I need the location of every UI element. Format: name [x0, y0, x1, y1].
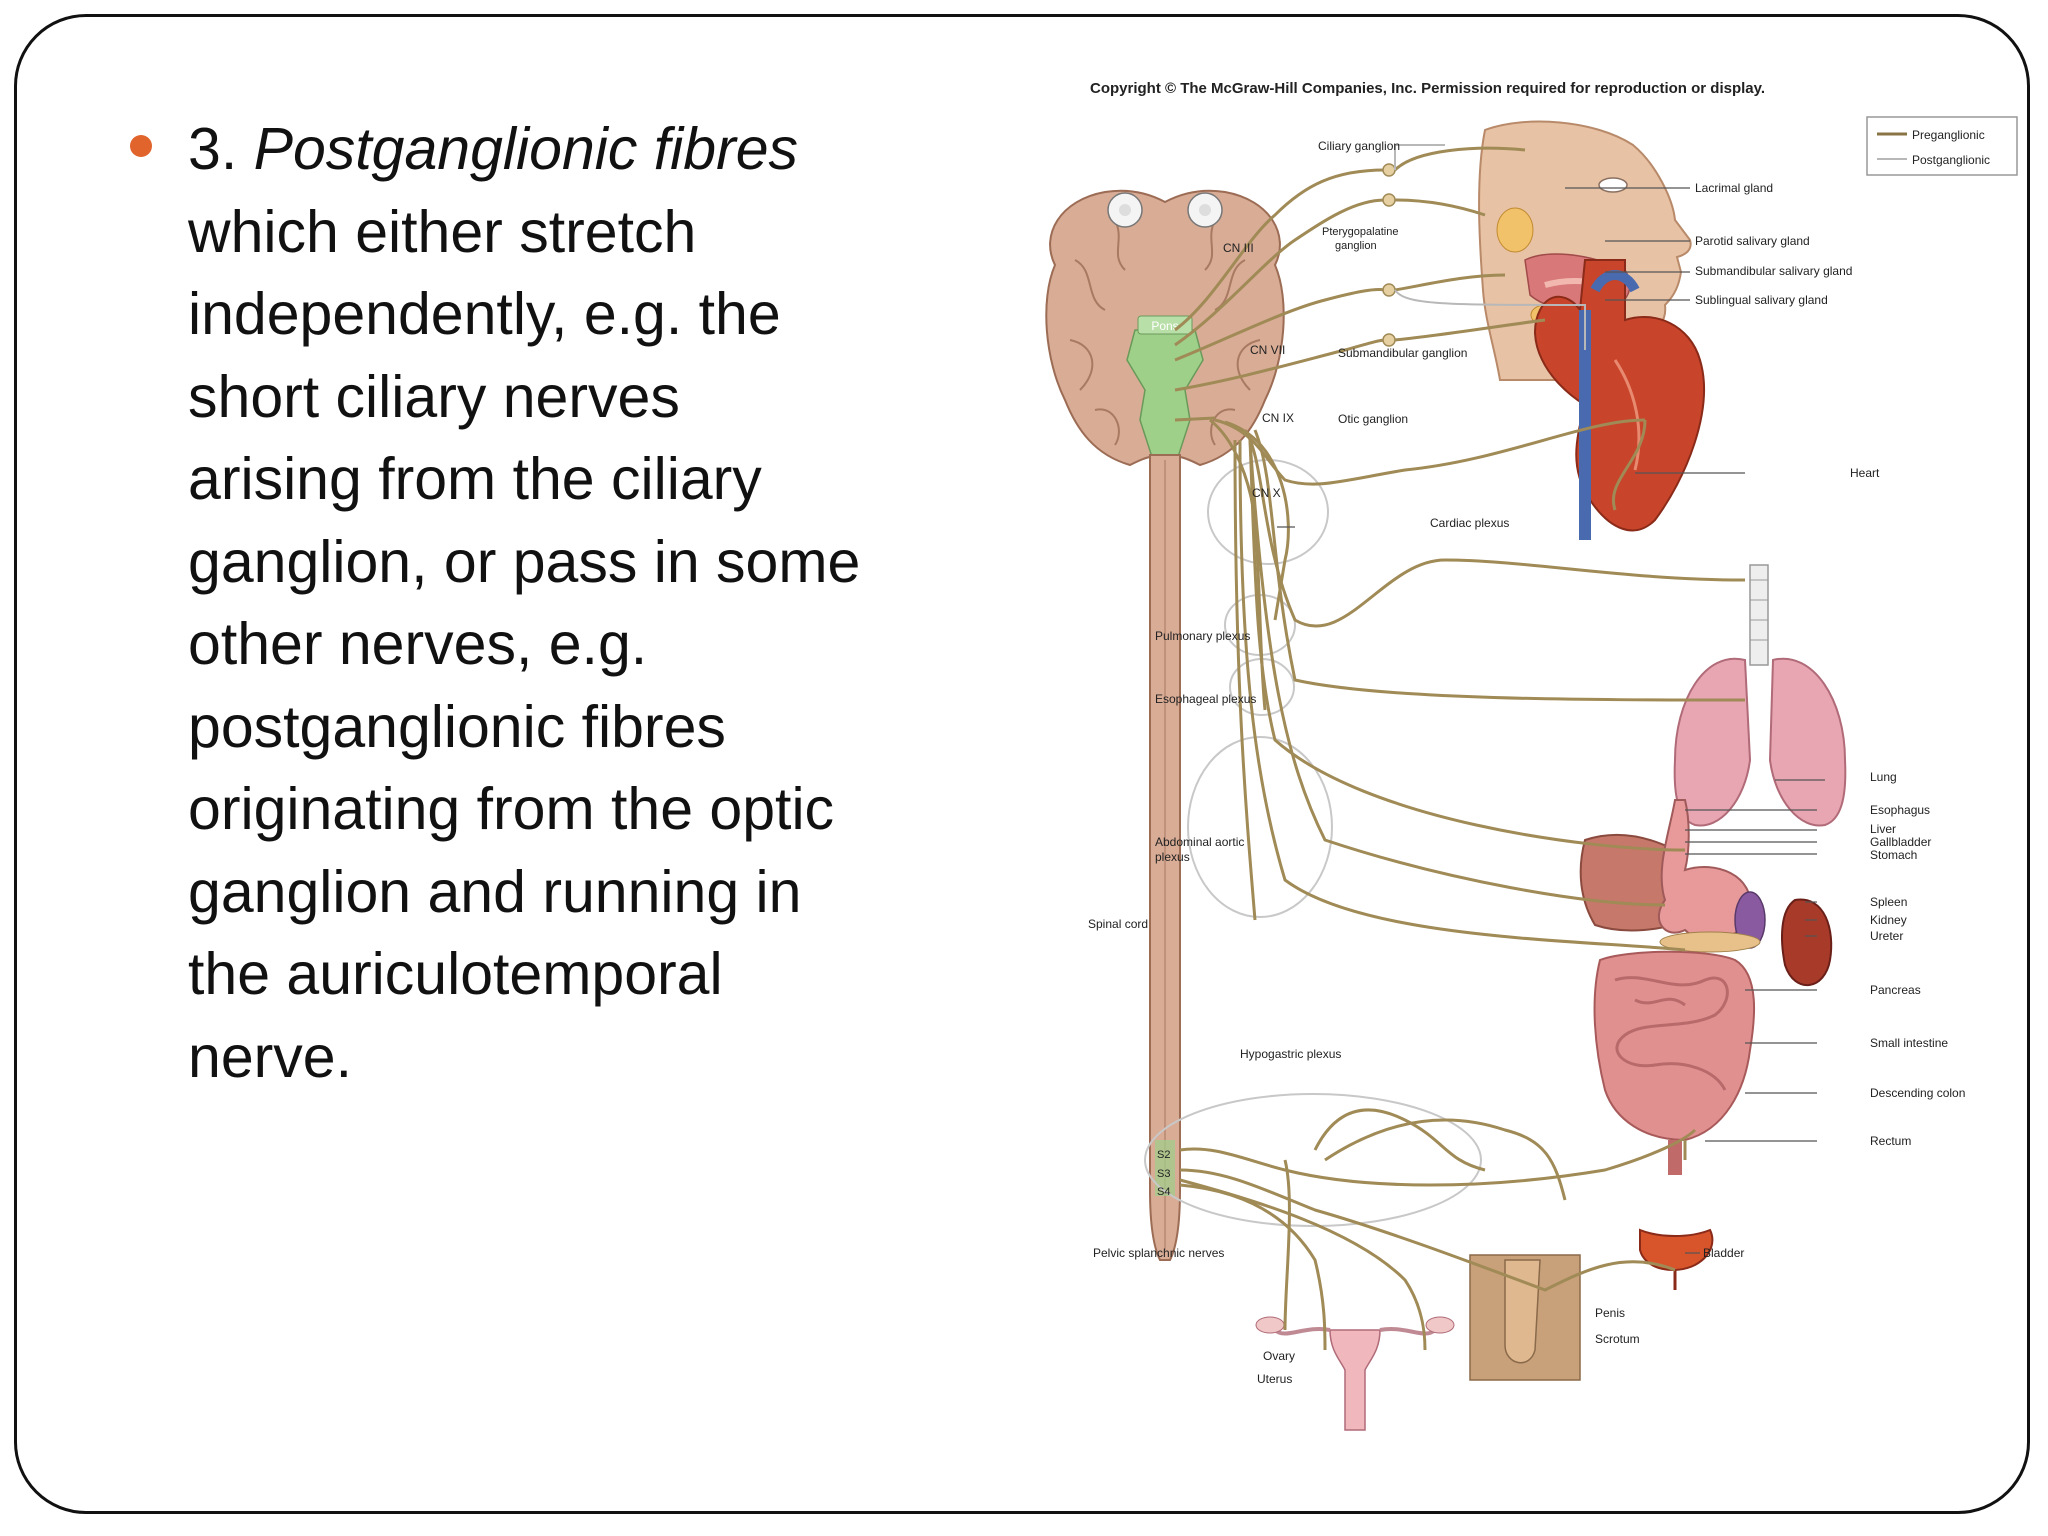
- bullet-line: short ciliary nerves: [188, 363, 680, 430]
- label-hypogastric: Hypogastric plexus: [1240, 1047, 1341, 1061]
- legend: Preganglionic Postganglionic: [1866, 116, 2018, 176]
- label-liver: Liver: [1870, 822, 1896, 836]
- abdominal-organs: [1579, 799, 1833, 1175]
- copyright-text: Copyright © The McGraw-Hill Companies, I…: [1090, 80, 1765, 97]
- label-uterus: Uterus: [1257, 1372, 1292, 1386]
- bullet-line: originating from the optic: [188, 776, 835, 842]
- label-stomach: Stomach: [1870, 848, 1917, 862]
- label-cn7: CN VII: [1250, 343, 1285, 357]
- ganglia: [1382, 163, 1396, 347]
- label-abdominal-1: Abdominal aortic: [1155, 835, 1244, 849]
- lungs-illustration: [1673, 564, 1847, 827]
- label-ureter: Ureter: [1870, 929, 1903, 943]
- bullet-line: which either stretch: [188, 198, 697, 265]
- label-pterygopalatine-1: Pterygopalatine: [1322, 226, 1398, 238]
- male-genitalia-illustration: [1469, 1254, 1581, 1381]
- label-ciliary-ganglion: Ciliary ganglion: [1318, 139, 1400, 153]
- bullet-line: postganglionic fibres: [188, 693, 726, 760]
- label-pelvic: Pelvic splanchnic nerves: [1093, 1246, 1224, 1260]
- label-esophageal-plexus: Esophageal plexus: [1155, 692, 1256, 706]
- label-descending-colon: Descending colon: [1870, 1086, 1965, 1100]
- label-pons: Pons: [1151, 319, 1178, 333]
- label-scrotum: Scrotum: [1595, 1332, 1640, 1346]
- label-spinal-cord: Spinal cord: [1088, 917, 1148, 931]
- bullet-line: other nerves, e.g.: [188, 611, 648, 677]
- label-otic-ganglion: Otic ganglion: [1338, 412, 1408, 426]
- label-small-intestine: Small intestine: [1870, 1036, 1948, 1050]
- label-esophagus: Esophagus: [1870, 803, 1930, 817]
- legend-postganglionic: Postganglionic: [1912, 153, 1990, 167]
- nerve-pathways: [1174, 146, 1746, 1351]
- bullet-number: 3.: [188, 116, 238, 182]
- label-pterygopalatine-2: ganglion: [1335, 240, 1377, 252]
- bullet-emphasis: Postganglionic fibres: [253, 116, 799, 182]
- label-s2: S2: [1157, 1149, 1170, 1161]
- label-s4: S4: [1157, 1186, 1170, 1198]
- leader-lines: [1277, 187, 1825, 1254]
- label-abdominal-2: plexus: [1155, 850, 1190, 864]
- label-pancreas: Pancreas: [1870, 983, 1921, 997]
- bullet-line: ganglion, or pass in some: [188, 528, 861, 595]
- label-pulmonary-plexus: Pulmonary plexus: [1155, 629, 1250, 643]
- bullet-point: [130, 135, 152, 157]
- bladder-illustration: [1639, 1228, 1714, 1290]
- bullet-line: ganglion and running in: [188, 858, 802, 925]
- bullet-text: 3. Postganglionic fibres which either str…: [188, 108, 988, 1098]
- postganglionic-lines: [1394, 144, 1586, 350]
- label-s3: S3: [1157, 1168, 1170, 1180]
- bullet-line: nerve.: [188, 1023, 352, 1090]
- legend-preganglionic: Preganglionic: [1912, 128, 1985, 142]
- label-spleen: Spleen: [1870, 895, 1907, 909]
- label-parotid: Parotid salivary gland: [1695, 234, 1810, 248]
- label-bladder: Bladder: [1703, 1246, 1744, 1260]
- bullet-line: the auriculotemporal: [188, 941, 723, 1007]
- label-kidney: Kidney: [1870, 913, 1907, 927]
- head-illustration: [1478, 120, 1692, 381]
- brain-illustration: Pons: [1045, 189, 1285, 467]
- label-cn10: CN X: [1252, 486, 1281, 500]
- label-submandibular-ganglion: Submandibular ganglion: [1338, 346, 1467, 360]
- diagram-labels: Ciliary ganglion Pterygopalatine ganglio…: [1088, 139, 1965, 1386]
- label-rectum: Rectum: [1870, 1134, 1911, 1148]
- label-lung: Lung: [1870, 770, 1897, 784]
- label-cn9: CN IX: [1262, 411, 1294, 425]
- label-submandibular-gland: Submandibular salivary gland: [1695, 264, 1852, 278]
- label-gallbladder: Gallbladder: [1870, 835, 1931, 849]
- bullet-line: independently, e.g. the: [188, 281, 781, 347]
- label-lacrimal-gland: Lacrimal gland: [1695, 181, 1773, 195]
- bullet-line: arising from the ciliary: [188, 446, 762, 512]
- label-heart: Heart: [1850, 466, 1880, 480]
- label-sublingual: Sublingual salivary gland: [1695, 293, 1828, 307]
- parasympathetic-diagram: Copyright © The McGraw-Hill Companies, I…: [1045, 80, 2018, 1431]
- label-ovary: Ovary: [1263, 1349, 1295, 1363]
- spinal-cord: [1149, 454, 1181, 1261]
- heart-illustration: [1534, 259, 1705, 540]
- label-cardiac-plexus: Cardiac plexus: [1430, 516, 1509, 530]
- label-cn3: CN III: [1223, 241, 1254, 255]
- label-penis: Penis: [1595, 1306, 1625, 1320]
